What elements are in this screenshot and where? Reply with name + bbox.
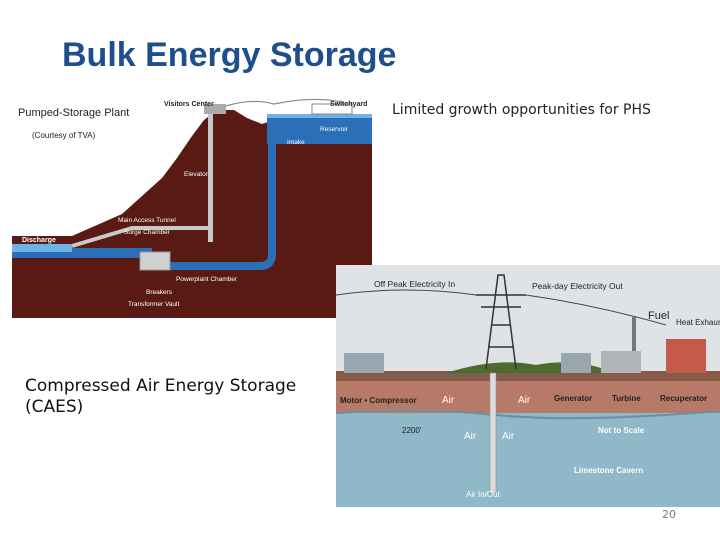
phs-credit: (Courtesy of TVA) (32, 131, 96, 140)
phs-label-transformer-vault: Transformer Vault (128, 301, 179, 308)
caes-transmission-tower (476, 274, 526, 370)
caes-label-air-2: Air (518, 395, 531, 406)
phs-label-discharge: Discharge (22, 237, 56, 244)
phs-penstock-bend (152, 253, 276, 270)
caes-power-lines (336, 289, 667, 326)
phs-label-visitors-center: Visitors Center (164, 101, 214, 108)
caes-label-air-1: Air (442, 395, 455, 406)
caes-label-peak-day-text: Peak-day Electricity Out (532, 281, 623, 291)
caes-generator-unit (561, 353, 591, 373)
caes-label-motor-compressor: Motor • Compressor (340, 396, 417, 405)
caes-label-air-3: Air (464, 431, 477, 442)
phs-label-powerplant-chamber: Powerplant Chamber (176, 276, 238, 283)
phs-elevator-shaft (208, 114, 213, 242)
phs-tailrace (12, 248, 152, 258)
phs-earth (12, 110, 372, 318)
caes-label-off-peak: Off Peak Electricity In (374, 279, 455, 289)
caes-label-limestone-cavern: Limestone Cavern (574, 466, 643, 475)
phs-label-surge-chamber: Surge Chamber (124, 229, 171, 236)
caes-label-heat-exhaust: Heat Exhaust (676, 318, 720, 327)
pumped-storage-diagram: Pumped-Storage Plant (Courtesy of TVA) V… (12, 96, 372, 318)
phs-label-reservoir: Reservoir (320, 126, 349, 133)
phs-label-switchyard: Switchyard (330, 101, 367, 108)
phs-powerplant-chamber (139, 251, 171, 271)
phs-discharge-water (12, 244, 72, 252)
caes-label-air-4: Air (502, 431, 515, 442)
phs-label-elevator: Elevator (184, 171, 209, 178)
page-number: 20 (662, 508, 676, 521)
caes-label-recuperator: Recuperator (660, 394, 707, 403)
caes-turbine-unit (601, 351, 641, 373)
caes-motor-compressor-unit (344, 353, 384, 373)
phs-label-intake: Intake (287, 139, 305, 146)
phs-switchyard-structure (311, 103, 353, 115)
phs-transmission-line (225, 98, 343, 107)
caes-label-off-peak-text: Off Peak Electricity In (374, 279, 455, 289)
phs-note: Limited growth opportunities for PHS (392, 102, 651, 118)
caes-surface-strip (336, 371, 720, 381)
caes-air-well (489, 372, 497, 494)
caes-label-not-to-scale: Not to Scale (598, 426, 645, 435)
caes-label-fuel: Fuel (648, 310, 669, 322)
phs-visitors-center-building (204, 104, 226, 114)
caes-caption: Compressed Air Energy Storage (CAES) (25, 376, 297, 417)
phs-label-breakers: Breakers (146, 289, 173, 296)
caes-limestone-cavern (336, 413, 720, 507)
phs-access-tunnel (71, 226, 212, 248)
caes-label-air-in-out: Air In/Out (466, 490, 501, 499)
phs-label-main-access-tunnel: Main Access Tunnel (118, 217, 176, 224)
caes-sky (336, 265, 720, 375)
phs-reservoir-surface (267, 114, 372, 118)
caes-label-turbine: Turbine (612, 394, 641, 403)
slide-title: Bulk Energy Storage (62, 36, 397, 74)
caes-recuperator-unit (666, 339, 706, 373)
caes-label-peak-day: Peak-day Electricity Out (532, 281, 623, 291)
caes-label-generator: Generator (554, 394, 592, 403)
phs-reservoir (267, 114, 372, 144)
phs-penstock-shaft (268, 136, 276, 256)
caes-diagram: Off Peak Electricity In Peak-day Electri… (336, 265, 720, 507)
phs-title: Pumped-Storage Plant (18, 107, 129, 119)
caes-fuel-pipe (632, 317, 636, 351)
caes-label-depth: 2200' (402, 426, 422, 435)
